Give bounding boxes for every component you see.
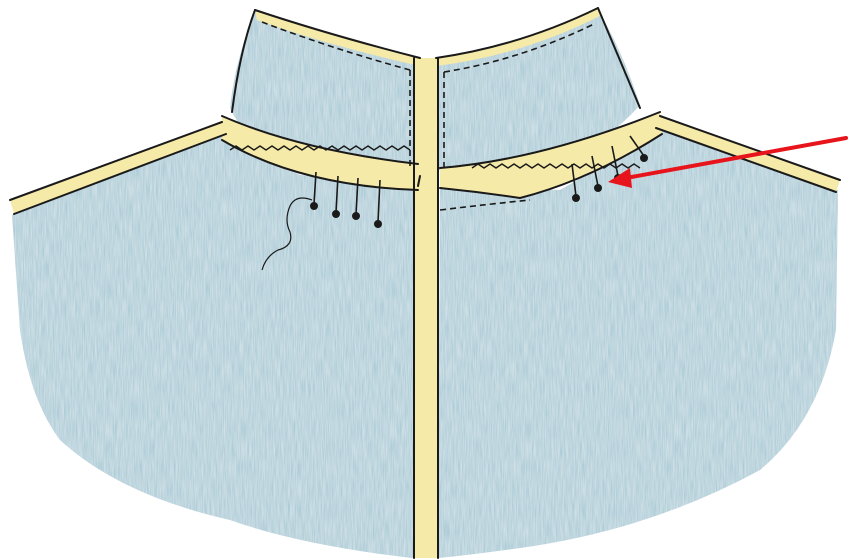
center-placket (414, 58, 438, 558)
